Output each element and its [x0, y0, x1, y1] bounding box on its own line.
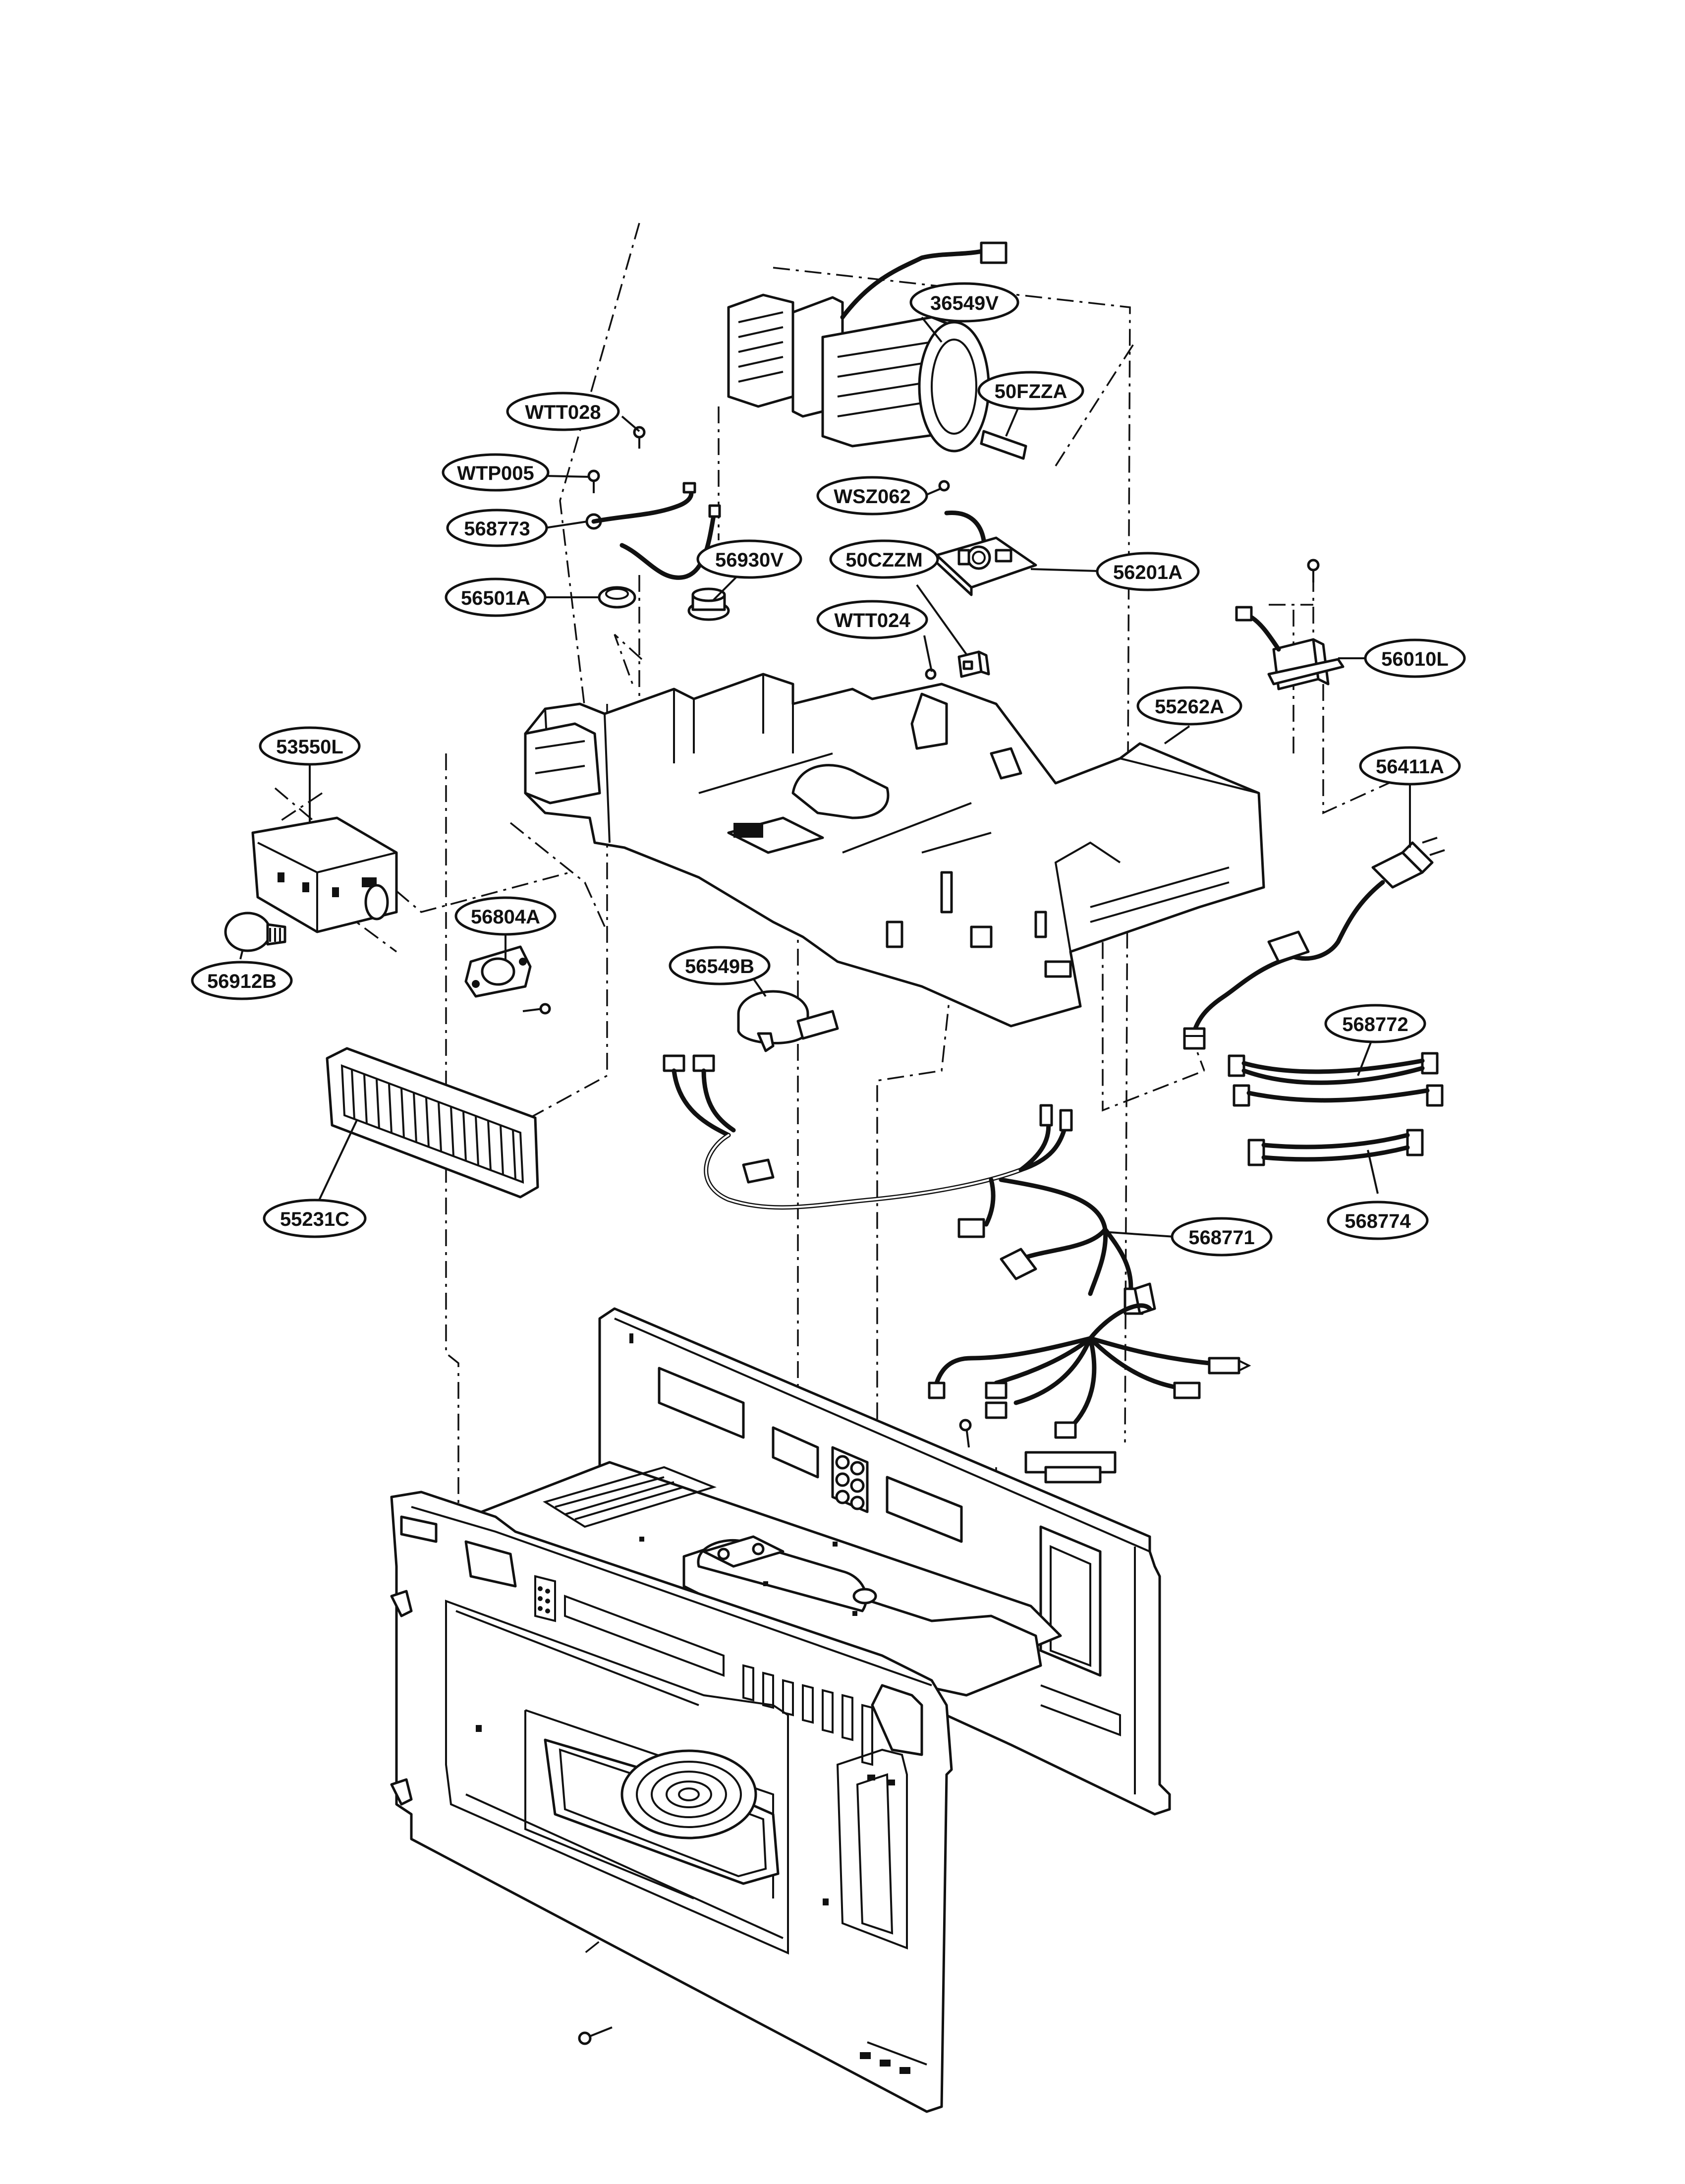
callout-WSZ062: WSZ062 [816, 476, 928, 516]
turntable-motor [737, 990, 839, 1052]
callout-WTP005: WTP005 [442, 453, 550, 492]
power-cord [1183, 837, 1445, 1050]
callout-56201A: 56201A [1096, 552, 1200, 591]
callout-55262A: 55262A [1136, 686, 1242, 726]
callout-50FZZA-label: 50FZZA [995, 381, 1067, 402]
callout-56930V: 56930V [696, 539, 802, 579]
callout-56010L-label: 56010L [1381, 648, 1449, 670]
main-wire-harness [663, 1054, 1251, 1484]
oven-cavity-chassis [390, 1307, 1171, 2113]
callout-56201A-label: 56201A [1113, 562, 1182, 583]
screw-wsz062 [938, 480, 950, 492]
callout-56912B-label: 56912B [207, 971, 277, 992]
callout-WTT024: WTT024 [816, 600, 928, 639]
callout-568772: 568772 [1324, 1004, 1426, 1043]
screw-lamp-socket [522, 1003, 551, 1015]
callout-56549B-label: 56549B [685, 956, 754, 977]
callout-568774: 568774 [1327, 1201, 1429, 1240]
screw-wtp005 [587, 469, 600, 493]
callout-WTP005-label: WTP005 [457, 462, 534, 484]
callout-56804A: 56804A [454, 896, 557, 936]
callout-WTT028: WTT028 [506, 392, 620, 431]
wire-harness-568772 [1228, 1052, 1444, 1107]
callout-50FZZA: 50FZZA [977, 371, 1084, 410]
screw-transformer [1307, 559, 1320, 582]
callout-56010L: 56010L [1364, 638, 1466, 678]
callout-56501A: 56501A [445, 577, 547, 617]
thermistor-sensor [585, 482, 721, 609]
callout-36549V-label: 36549V [930, 292, 999, 314]
callout-53550L-label: 53550L [276, 736, 343, 758]
callout-56804A-label: 56804A [471, 906, 540, 928]
callout-55231C-label: 55231C [280, 1208, 349, 1230]
callout-568773: 568773 [446, 509, 548, 547]
callout-56411A: 56411A [1359, 746, 1461, 786]
callout-55262A-label: 55262A [1155, 696, 1224, 718]
callout-50CZZM: 50CZZM [829, 539, 939, 579]
lamp-socket [464, 945, 532, 998]
noise-filter-board [935, 510, 1037, 596]
callout-WTT024-label: WTT024 [834, 610, 910, 632]
micro-switch [957, 650, 990, 678]
thermostat [687, 587, 730, 621]
callout-568773-label: 568773 [464, 518, 530, 540]
lamp-housing [251, 816, 398, 933]
callout-55231C: 55231C [263, 1199, 367, 1238]
callout-56912B: 56912B [191, 961, 293, 1000]
fan-motor-assembly [727, 241, 1008, 453]
base-plate [524, 673, 1265, 1028]
transformer [1235, 606, 1345, 690]
wire-harness-568774 [1247, 1129, 1424, 1166]
callout-568771: 568771 [1171, 1217, 1273, 1257]
callout-53550L: 53550L [259, 726, 361, 766]
screw-bottom [578, 2026, 613, 2045]
callout-WTT028-label: WTT028 [525, 402, 601, 423]
callout-568771-label: 568771 [1188, 1227, 1254, 1249]
callout-56549B: 56549B [669, 946, 771, 985]
callout-568772-label: 568772 [1342, 1014, 1408, 1035]
callout-50CZZM-label: 50CZZM [845, 549, 923, 571]
callout-WSZ062-label: WSZ062 [834, 486, 911, 508]
callout-56501A-label: 56501A [461, 587, 530, 609]
callout-56411A-label: 56411A [1376, 756, 1444, 778]
fuse [980, 430, 1027, 460]
callout-568774-label: 568774 [1345, 1210, 1411, 1232]
callout-36549V: 36549V [909, 282, 1019, 323]
vent-grille [326, 1047, 539, 1199]
callout-56930V-label: 56930V [715, 549, 784, 571]
screw-back [959, 1419, 972, 1448]
screws [522, 426, 1320, 2045]
lamp-bulb [224, 912, 286, 952]
